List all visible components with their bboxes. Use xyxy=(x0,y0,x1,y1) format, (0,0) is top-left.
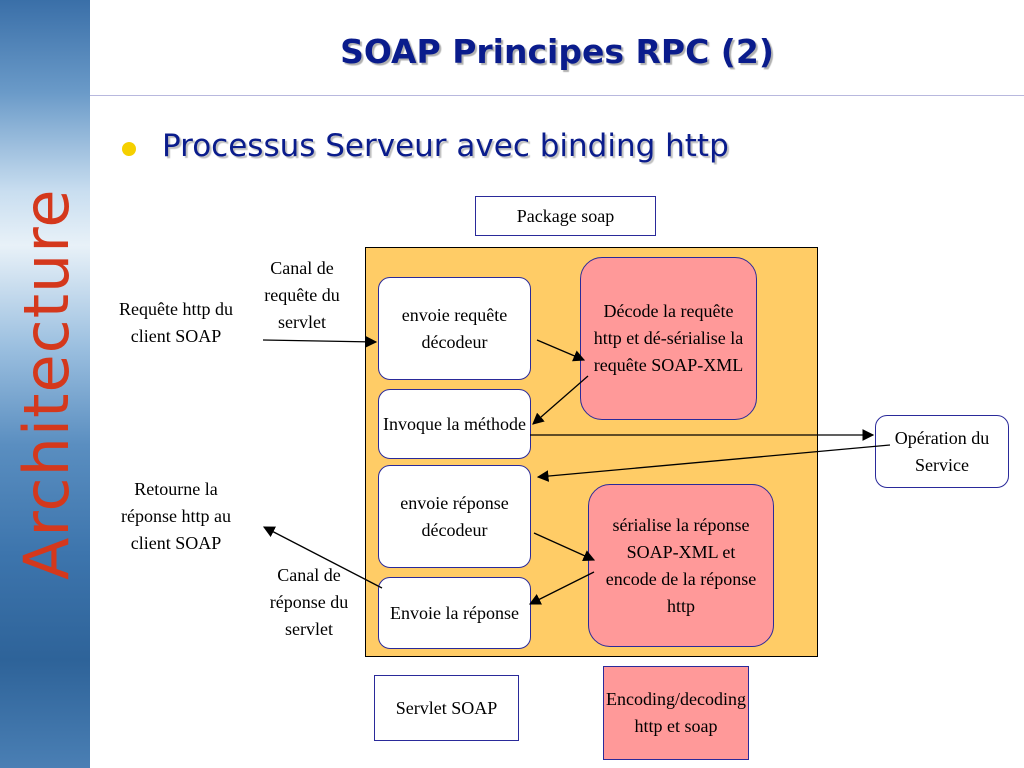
envoie-reponse-box: Envoie la réponse xyxy=(378,577,531,649)
decode-box: Décode la requête http et dé-sérialise l… xyxy=(580,257,757,420)
operation-service-box: Opération du Service xyxy=(875,415,1009,488)
sidebar-title: Architecture xyxy=(10,188,83,580)
slide-title: SOAP Principes RPC (2) xyxy=(340,32,774,71)
encoding-box: Encoding/decoding http et soap xyxy=(603,666,749,760)
envoie-requete-box: envoie requête décodeur xyxy=(378,277,531,380)
invoque-methode-box: Invoque la méthode xyxy=(378,389,531,459)
servlet-soap-box: Servlet SOAP xyxy=(374,675,519,741)
arrow-requete-in xyxy=(262,335,378,348)
envoie-reponse-decodeur-box: envoie réponse décodeur xyxy=(378,465,531,568)
serialise-box: sérialise la réponse SOAP-XML et encode … xyxy=(588,484,774,647)
sidebar-banner: Architecture xyxy=(0,0,90,768)
title-divider xyxy=(90,95,1024,96)
package-soap-box: Package soap xyxy=(475,196,656,236)
canal-requete-label: Canal de requête du servlet xyxy=(264,258,340,332)
bullet-heading: Processus Serveur avec binding http xyxy=(162,128,729,164)
canal-reponse-label: Canal de réponse du servlet xyxy=(269,565,349,639)
retourne-reponse-label: Retourne la réponse http au client SOAP xyxy=(121,479,231,553)
bullet-dot-icon xyxy=(122,142,136,156)
requete-client-label: Requête http du client SOAP xyxy=(119,299,233,346)
